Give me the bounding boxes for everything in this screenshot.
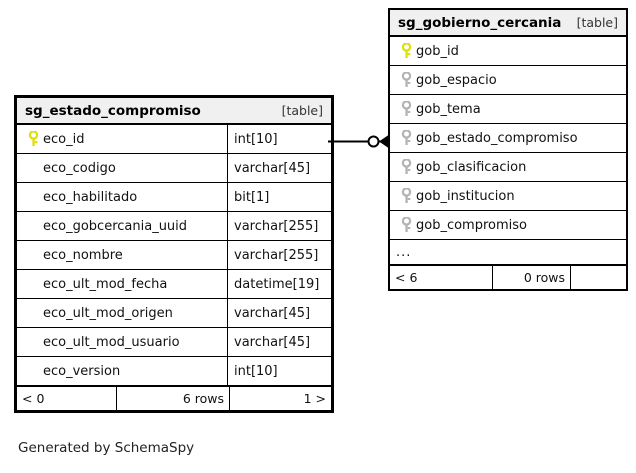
column-type-cell: varchar[255] bbox=[227, 241, 331, 269]
foreign-key-icon bbox=[396, 217, 416, 233]
entity-title: sg_estado_compromiso bbox=[25, 102, 201, 119]
column-label: gob_institucion bbox=[416, 188, 515, 204]
footer-next-relations[interactable]: 1 > bbox=[229, 387, 331, 410]
generated-by-caption: Generated by SchemaSpy bbox=[18, 440, 195, 456]
column-name-cell: gob_tema bbox=[390, 95, 626, 123]
column-label: eco_id bbox=[43, 131, 85, 147]
column-type-cell: int[10] bbox=[227, 125, 331, 153]
entity-header: sg_estado_compromiso [table] bbox=[17, 98, 331, 125]
column-name-cell: gob_clasificacion bbox=[390, 153, 626, 181]
column-label: gob_id bbox=[416, 43, 459, 59]
table-row[interactable]: gob_compromiso bbox=[390, 211, 626, 240]
table-row[interactable]: gob_estado_compromiso bbox=[390, 124, 626, 153]
foreign-key-icon bbox=[396, 159, 416, 175]
column-label: eco_habilitado bbox=[43, 189, 138, 205]
column-name-cell: gob_institucion bbox=[390, 182, 626, 210]
footer-prev-relations[interactable]: < 0 bbox=[22, 391, 45, 406]
entity-header: sg_gobierno_cercania [table] bbox=[390, 10, 626, 37]
column-label: eco_version bbox=[43, 363, 121, 379]
more-columns-indicator[interactable]: ... bbox=[390, 240, 626, 265]
column-name-cell: eco_gobcercania_uuid bbox=[17, 212, 227, 240]
column-type-cell: datetime[19] bbox=[227, 270, 331, 298]
column-label: eco_gobcercania_uuid bbox=[43, 218, 188, 234]
column-label: eco_ult_mod_fecha bbox=[43, 276, 168, 292]
foreign-key-icon bbox=[396, 72, 416, 88]
column-label: eco_nombre bbox=[43, 247, 123, 263]
table-row[interactable]: eco_ult_mod_usuario varchar[45] bbox=[17, 328, 331, 357]
primary-key-icon bbox=[23, 131, 43, 147]
table-row[interactable]: gob_tema bbox=[390, 95, 626, 124]
footer-row-count: 6 rows bbox=[116, 387, 229, 410]
footer-next-relations[interactable] bbox=[570, 266, 626, 289]
table-row[interactable]: eco_nombre varchar[255] bbox=[17, 241, 331, 270]
column-label: eco_codigo bbox=[43, 160, 116, 176]
entity-type-tag: [table] bbox=[576, 15, 618, 30]
column-label: gob_estado_compromiso bbox=[416, 130, 578, 146]
table-row[interactable]: eco_version int[10] bbox=[17, 357, 331, 386]
column-type-cell: bit[1] bbox=[227, 183, 331, 211]
column-name-cell: eco_ult_mod_origen bbox=[17, 299, 227, 327]
column-type-cell: varchar[255] bbox=[227, 212, 331, 240]
entity-title: sg_gobierno_cercania bbox=[398, 14, 562, 31]
column-label: gob_compromiso bbox=[416, 217, 527, 233]
column-name-cell: eco_nombre bbox=[17, 241, 227, 269]
column-name-cell: eco_habilitado bbox=[17, 183, 227, 211]
column-name-cell: eco_id bbox=[17, 125, 227, 153]
column-type-cell: varchar[45] bbox=[227, 154, 331, 182]
column-type-cell: varchar[45] bbox=[227, 328, 331, 356]
foreign-key-icon bbox=[396, 101, 416, 117]
column-name-cell: gob_espacio bbox=[390, 66, 626, 94]
column-name-cell: eco_codigo bbox=[17, 154, 227, 182]
footer-row-count: 0 rows bbox=[492, 266, 570, 289]
table-row[interactable]: eco_ult_mod_fecha datetime[19] bbox=[17, 270, 331, 299]
table-row[interactable]: gob_clasificacion bbox=[390, 153, 626, 182]
column-name-cell: eco_version bbox=[17, 357, 227, 385]
column-label: eco_ult_mod_origen bbox=[43, 305, 173, 321]
foreign-key-icon bbox=[396, 130, 416, 146]
column-type-cell: varchar[45] bbox=[227, 299, 331, 327]
table-row[interactable]: eco_id int[10] bbox=[17, 125, 331, 154]
entity-sg-gobierno-cercania[interactable]: sg_gobierno_cercania [table] gob_id bbox=[388, 8, 628, 291]
table-row[interactable]: gob_institucion bbox=[390, 182, 626, 211]
column-type-cell: int[10] bbox=[227, 357, 331, 385]
table-row[interactable]: eco_gobcercania_uuid varchar[255] bbox=[17, 212, 331, 241]
column-label: gob_tema bbox=[416, 101, 481, 117]
primary-key-icon bbox=[396, 43, 416, 59]
relationship-connector[interactable] bbox=[328, 128, 392, 156]
column-name-cell: gob_compromiso bbox=[390, 211, 626, 239]
column-name-cell: gob_estado_compromiso bbox=[390, 124, 626, 152]
footer-prev-relations[interactable]: < 6 bbox=[395, 270, 418, 285]
table-row[interactable]: gob_espacio bbox=[390, 66, 626, 95]
column-label: eco_ult_mod_usuario bbox=[43, 334, 180, 350]
column-label: gob_clasificacion bbox=[416, 159, 527, 175]
column-name-cell: eco_ult_mod_fecha bbox=[17, 270, 227, 298]
foreign-key-icon bbox=[396, 188, 416, 204]
entity-type-tag: [table] bbox=[281, 103, 323, 118]
table-row[interactable]: eco_codigo varchar[45] bbox=[17, 154, 331, 183]
column-label: gob_espacio bbox=[416, 72, 497, 88]
entity-sg-estado-compromiso[interactable]: sg_estado_compromiso [table] eco_id int[… bbox=[14, 95, 334, 413]
column-name-cell: gob_id bbox=[390, 37, 626, 65]
entity-footer: < 0 6 rows 1 > bbox=[17, 386, 331, 410]
column-name-cell: eco_ult_mod_usuario bbox=[17, 328, 227, 356]
table-row[interactable]: eco_ult_mod_origen varchar[45] bbox=[17, 299, 331, 328]
entity-footer: < 6 0 rows bbox=[390, 265, 626, 289]
table-row[interactable]: eco_habilitado bit[1] bbox=[17, 183, 331, 212]
table-row[interactable]: gob_id bbox=[390, 37, 626, 66]
